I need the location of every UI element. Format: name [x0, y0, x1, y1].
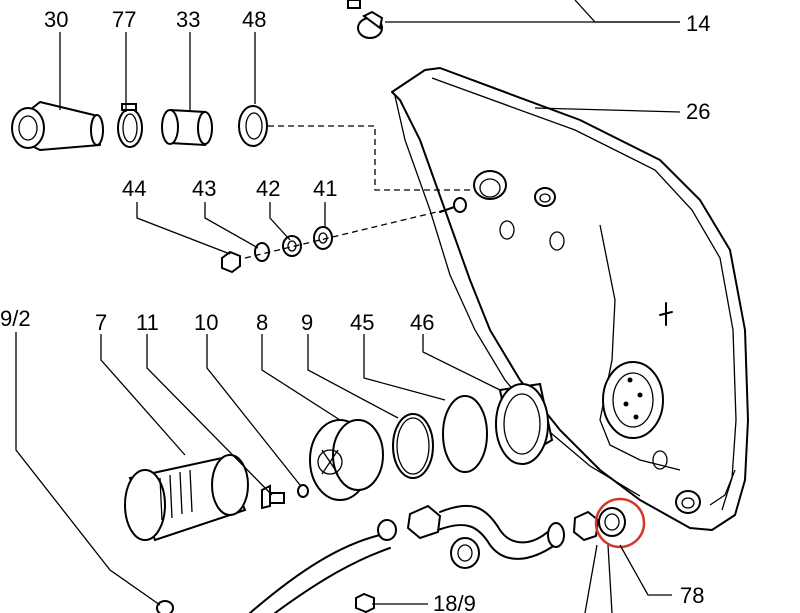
label-7: 7	[95, 310, 107, 335]
part-14-cap	[347, 0, 384, 39]
label-9-2: 9/2	[0, 306, 31, 331]
part-11-bolt	[261, 484, 285, 510]
label-11: 11	[136, 310, 159, 335]
highlight-circle	[594, 497, 646, 549]
hardware-44-43-42-41	[221, 209, 446, 274]
label-46: 46	[410, 310, 434, 335]
label-33: 33	[176, 7, 200, 32]
label-14: 14	[686, 11, 710, 36]
part-44-nut	[221, 250, 241, 274]
part-18-9-nut	[355, 592, 375, 613]
assembly-line-48	[268, 125, 470, 191]
label-45: 45	[350, 310, 374, 335]
oil-tank	[391, 67, 749, 531]
part-41-grommet	[313, 226, 333, 250]
label-48: 48	[242, 7, 266, 32]
part-9-o-ring	[392, 413, 434, 479]
part-48-seal	[238, 105, 268, 147]
part-labels: 14 26 30 77 33 48 44 43 42 41 9/2 7 11 1…	[0, 7, 710, 613]
label-9: 9	[301, 310, 313, 335]
label-43: 43	[192, 176, 216, 201]
part-30-hose	[11, 101, 104, 151]
label-41: 41	[313, 176, 337, 201]
label-77: 77	[112, 7, 136, 32]
part-8-filter-head	[309, 419, 384, 501]
label-30: 30	[44, 7, 68, 32]
label-18-9: 18/9	[433, 591, 476, 613]
leader-lines	[15, 0, 681, 606]
part-10-washer	[297, 484, 309, 498]
label-78: 78	[680, 583, 704, 608]
part-46-adapter-ring	[495, 382, 554, 465]
part-43-washer	[254, 242, 270, 262]
part-7-oil-filter	[124, 454, 249, 542]
part-45-gasket	[442, 395, 488, 473]
oil-line	[156, 504, 626, 613]
part-33-sleeve	[161, 108, 213, 147]
label-44: 44	[122, 176, 146, 201]
part-77-clamp	[117, 103, 143, 148]
label-42: 42	[256, 176, 280, 201]
part-42-spacer	[282, 235, 302, 257]
label-26: 26	[686, 99, 710, 124]
label-10: 10	[194, 310, 218, 335]
label-8: 8	[256, 310, 268, 335]
part-78-seal-ring	[598, 507, 626, 537]
